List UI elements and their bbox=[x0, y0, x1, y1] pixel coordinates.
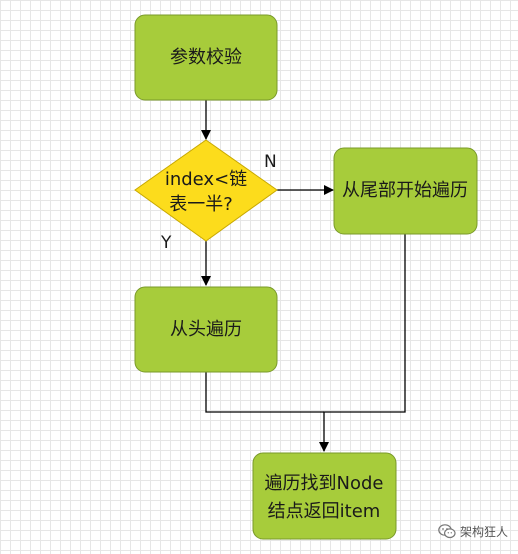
node-decision-shape bbox=[134, 139, 278, 242]
node-from-head-shape bbox=[134, 286, 278, 373]
node-from-tail-label: 从尾部开始遍历 bbox=[342, 180, 468, 201]
edge-head-to-result bbox=[205, 372, 324, 413]
node-decision-label-line1: index<链 bbox=[165, 169, 247, 190]
node-result-shape bbox=[252, 452, 397, 540]
watermark-text: 架构狂人 bbox=[459, 525, 508, 539]
node-result-label-line1: 遍历找到Node bbox=[265, 473, 384, 494]
node-decision-label-line2: 表一半? bbox=[169, 194, 233, 215]
node-result-label-line2: 结点返回item bbox=[268, 501, 381, 522]
node-result: 遍历找到Node 结点返回item bbox=[252, 452, 397, 540]
wechat-icon bbox=[438, 524, 456, 539]
node-decision: index<链 表一半? bbox=[134, 139, 278, 242]
edge-label-no: N bbox=[264, 152, 277, 172]
watermark: 架构狂人 bbox=[438, 523, 508, 540]
edge-label-yes: Y bbox=[160, 233, 172, 253]
connectors bbox=[201, 100, 406, 452]
node-validate-shape bbox=[134, 14, 278, 101]
node-from-head-label: 从头遍历 bbox=[170, 319, 242, 340]
node-from-tail: 从尾部开始遍历 bbox=[333, 147, 478, 235]
node-validate-label: 参数校验 bbox=[170, 47, 242, 68]
edge-tail-to-result bbox=[319, 234, 406, 452]
node-validate: 参数校验 bbox=[134, 14, 278, 101]
node-from-tail-shape bbox=[333, 147, 478, 235]
node-from-head: 从头遍历 bbox=[134, 286, 278, 373]
